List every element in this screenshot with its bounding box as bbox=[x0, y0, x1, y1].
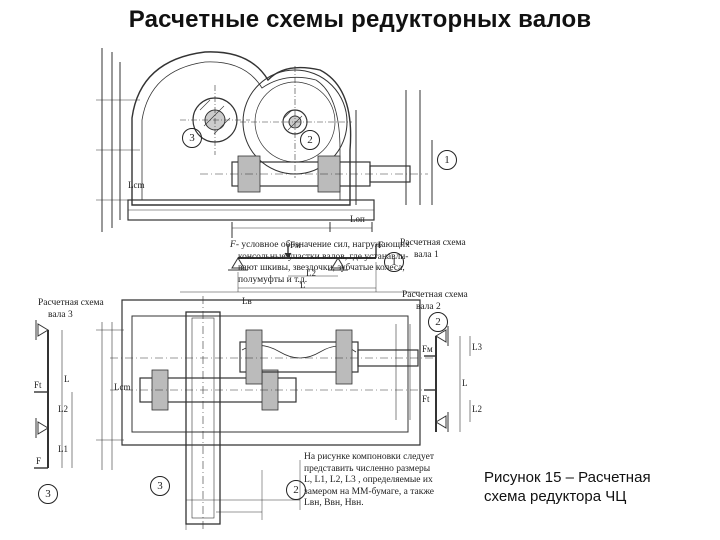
marker-shaft-2-scheme: 2 bbox=[428, 312, 448, 332]
dim-ft-scheme2: Ft bbox=[422, 394, 430, 404]
bottom-gearbox-section bbox=[96, 291, 440, 530]
force-symbol: F bbox=[230, 240, 236, 250]
dim-l2-scheme1: L2 bbox=[306, 268, 316, 278]
marker-shaft-2-wheel: 2 bbox=[300, 130, 320, 150]
force-note-line-4: полумуфты и т.д. bbox=[238, 274, 308, 285]
dim-f-scheme3: F bbox=[36, 456, 42, 466]
layout-note: На рисунке компоновки следует представит… bbox=[304, 452, 434, 508]
marker-shaft-1-top: 1 bbox=[437, 150, 457, 170]
marker-shaft-1-scheme: 1 bbox=[384, 252, 404, 272]
dim-l1-scheme3: L1 bbox=[58, 444, 68, 454]
dim-lcm-top: Lcm bbox=[128, 180, 145, 190]
dim-l-scheme3: L bbox=[64, 374, 70, 384]
shaft2-scheme bbox=[424, 326, 471, 432]
dim-fm-scheme1: Fм bbox=[290, 240, 301, 250]
force-note-line-2: консольные участки валов, где устанавли- bbox=[238, 251, 409, 262]
dim-lon-top: Lоп bbox=[350, 214, 365, 224]
dim-l-scheme2: L bbox=[462, 378, 468, 388]
force-note: F- условное обозначение сил, нагружающих… bbox=[230, 240, 460, 286]
caption-line-1: Рисунок 15 – Расчетная bbox=[484, 469, 651, 486]
marker-shaft-3-wheel: 3 bbox=[182, 128, 202, 148]
dim-ft-scheme3: Ft bbox=[34, 380, 42, 390]
figure-caption: Рисунок 15 – Расчетная схема редуктора Ч… bbox=[484, 468, 714, 506]
dim-l-scheme1: L bbox=[300, 280, 306, 290]
dim-l2-scheme2: L2 bbox=[472, 404, 482, 414]
dim-lcm-plan: Lcm bbox=[114, 382, 131, 392]
caption-line-2: схема редуктора ЧЦ bbox=[484, 488, 627, 505]
dim-f-scheme1: F bbox=[378, 240, 384, 250]
shaft1-scheme-label: Расчетная схема вала 1 bbox=[400, 238, 466, 260]
dim-fm-scheme2: Fм bbox=[422, 344, 433, 354]
dim-l3-scheme2: L3 bbox=[472, 342, 482, 352]
dim-lb-plan: Lв bbox=[242, 296, 252, 306]
marker-shaft-3-scheme: 3 bbox=[38, 484, 58, 504]
shaft1-scheme bbox=[228, 244, 377, 292]
page-title: Расчетные схемы редукторных валов bbox=[128, 6, 592, 33]
dim-l2-scheme3: L2 bbox=[58, 404, 68, 414]
shaft3-scheme bbox=[34, 320, 73, 469]
force-note-line-3: вают шкивы, звездочки, зубчатые колеса, bbox=[238, 263, 405, 273]
marker-shaft-3-plan: 3 bbox=[150, 476, 170, 496]
shaft3-scheme-label: Расчетная схема вала 3 bbox=[38, 298, 104, 320]
marker-shaft-2-plan: 2 bbox=[286, 480, 306, 500]
top-gearbox-section bbox=[96, 48, 433, 238]
shaft2-scheme-label: Расчетная схема вала 2 bbox=[402, 290, 468, 312]
force-note-line-1: F- условное обозначение сил, нагружающих bbox=[230, 240, 410, 250]
